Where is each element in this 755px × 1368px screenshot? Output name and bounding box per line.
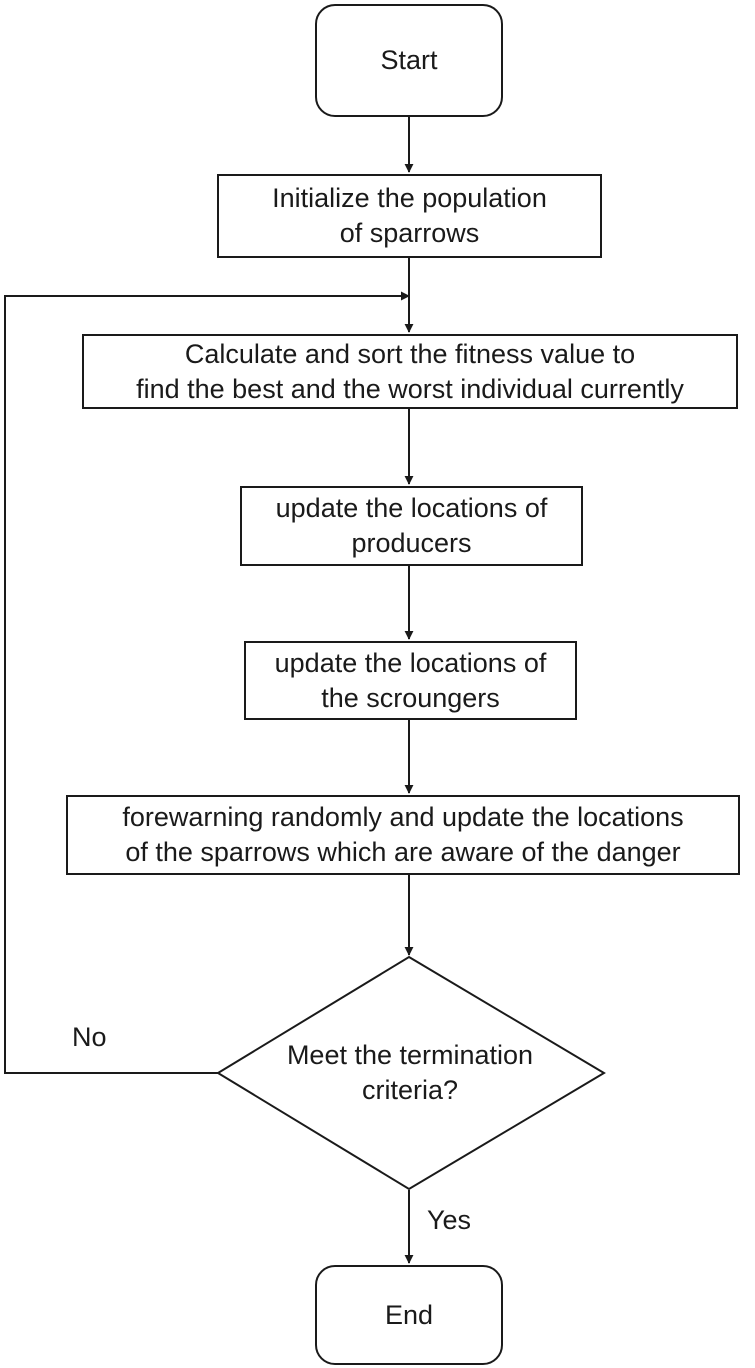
arrow-no-loop: [4, 291, 410, 1074]
no-label: No: [72, 1022, 107, 1052]
producers-box: update the locations of producers: [240, 486, 583, 566]
start-terminal: Start: [315, 4, 503, 117]
forewarning-line2: of the sparrows which are aware of the d…: [125, 837, 681, 867]
start-label: Start: [380, 45, 438, 75]
init-line1: Initialize the population: [272, 183, 547, 213]
decision-line2: criteria?: [361, 1075, 459, 1105]
init-line2: of sparrows: [339, 218, 480, 248]
end-label: End: [384, 1299, 434, 1330]
fitness-box: Calculate and sort the fitness value to …: [82, 334, 738, 409]
decision-line1: Meet the termination: [286, 1040, 534, 1070]
forewarning-box: forewarning randomly and update the loca…: [66, 795, 740, 875]
decision-diamond: [216, 955, 606, 1191]
scroungers-line1: update the locations of: [274, 647, 547, 678]
init-population-box: Initialize the population of sparrows: [217, 174, 602, 258]
yes-label: Yes: [427, 1205, 472, 1235]
producers-line1: update the locations of: [275, 493, 548, 523]
forewarning-line1: forewarning randomly and update the loca…: [122, 802, 684, 832]
fitness-line1: Calculate and sort the fitness value to: [184, 338, 636, 369]
scroungers-box: update the locations of the scroungers: [244, 641, 577, 720]
fitness-line2: find the best and the worst individual c…: [136, 373, 684, 404]
producers-line2: producers: [351, 528, 472, 558]
decision-text: Meet the termination criteria?: [250, 1033, 570, 1113]
scroungers-line2: the scroungers: [321, 682, 500, 713]
end-terminal: End: [315, 1265, 503, 1365]
